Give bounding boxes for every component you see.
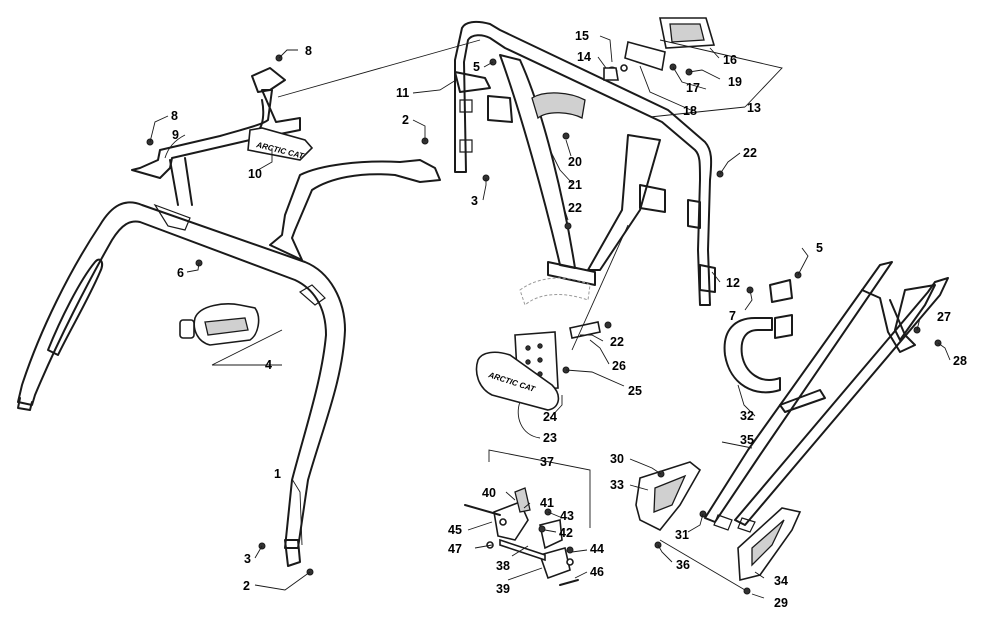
callout-2: 2 [243,579,250,593]
callout-2: 2 [402,113,409,127]
light-assembly [659,17,716,49]
callout-35: 35 [740,433,754,447]
rear-view-mirror [179,303,283,366]
callout-8: 8 [171,109,178,123]
callout-25: 25 [628,384,642,398]
callout-31: 31 [675,528,689,542]
callout-32: 32 [740,409,754,423]
callout-28: 28 [953,354,967,368]
callout-labels: 8 8 9 10 6 4 1 3 2 11 2 3 5 15 14 16 19 … [171,29,967,610]
callout-4: 4 [265,358,272,372]
guard-33 [635,461,702,532]
callout-16: 16 [723,53,737,67]
callout-19: 19 [728,75,742,89]
bracket-26 [569,321,601,339]
light-housing [531,92,586,120]
callout-41: 41 [540,496,554,510]
callout-40: 40 [482,486,496,500]
callout-20: 20 [568,155,582,169]
callout-22: 22 [743,146,757,160]
callout-1: 1 [274,467,281,481]
callout-22: 22 [568,201,582,215]
callout-43: 43 [560,509,574,523]
light-bracket [603,41,666,81]
rear-roll-bar [454,20,716,306]
callout-17: 17 [686,81,700,95]
callout-39: 39 [496,582,510,596]
rear-decal-plate: ARCTIC CAT [475,351,560,411]
callout-8: 8 [305,44,312,58]
callout-47: 47 [448,542,462,556]
callout-22: 22 [610,335,624,349]
callout-23: 23 [543,431,557,445]
callout-11: 11 [396,86,409,100]
callout-33: 33 [610,478,624,492]
guard-34 [737,507,802,582]
callout-29: 29 [774,596,788,610]
callout-30: 30 [610,452,624,466]
callout-3: 3 [471,194,478,208]
roof-decal-plate: ARCTIC CAT [247,127,314,161]
callout-15: 15 [575,29,589,43]
callout-38: 38 [496,559,510,573]
callout-42: 42 [559,526,573,540]
callout-7: 7 [729,309,736,323]
callout-18: 18 [683,104,697,118]
callout-5: 5 [816,241,823,255]
callout-21: 21 [568,178,582,192]
callout-44: 44 [590,542,604,556]
roof-crossbar [131,67,441,261]
front-roll-bar [17,201,346,567]
callout-24: 24 [543,410,557,424]
callout-46: 46 [590,565,604,579]
leader-lines [149,35,951,599]
callout-45: 45 [448,523,462,537]
callout-36: 36 [676,558,690,572]
callout-26: 26 [612,359,626,373]
callout-37: 37 [540,455,554,469]
callout-5: 5 [473,60,480,74]
callout-10: 10 [248,167,262,181]
side-rail [704,261,949,533]
callout-6: 6 [177,266,184,280]
callout-13: 13 [747,101,761,115]
callout-14: 14 [577,50,591,64]
callout-3: 3 [244,552,251,566]
grab-handle [723,279,793,394]
callout-27: 27 [937,310,951,324]
callout-12: 12 [726,276,740,290]
callout-9: 9 [172,128,179,142]
callout-34: 34 [774,574,788,588]
